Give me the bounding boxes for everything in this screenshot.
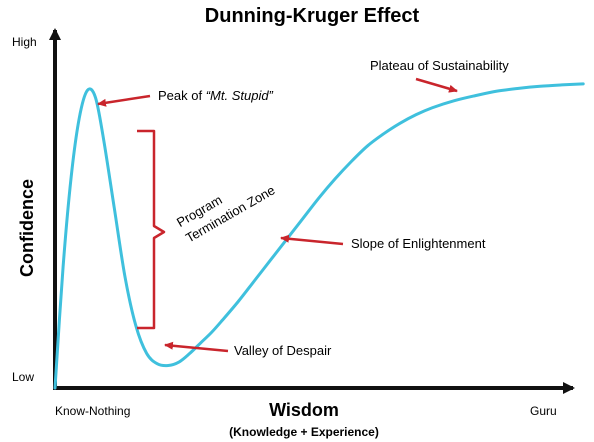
valley-arrow <box>164 341 229 353</box>
chart-title: Dunning-Kruger Effect <box>205 5 420 27</box>
annotation-peak-plain: Peak of <box>158 88 206 103</box>
annotation-valley-of-despair: Valley of Despair <box>234 343 332 358</box>
plateau-arrow <box>415 77 458 93</box>
confidence-curve <box>53 82 585 390</box>
y-axis-label: Confidence <box>17 179 37 277</box>
x-tick-label-start: Know-Nothing <box>55 404 130 418</box>
x-axis-sublabel: (Knowledge + Experience) <box>229 425 379 439</box>
peak-arrow <box>97 94 151 107</box>
annotation-plateau-of-sustainability: Plateau of Sustainability <box>370 58 509 73</box>
termination-zone-bracket <box>137 129 166 330</box>
slope-arrow <box>280 234 344 246</box>
y-tick-label-high: High <box>12 35 37 49</box>
annotation-peak-mt-stupid: Peak of “Mt. Stupid” <box>158 88 274 103</box>
annotation-slope-of-enlightenment: Slope of Enlightenment <box>351 236 486 251</box>
annotation-program-termination-zone: Program Termination Zone <box>174 182 277 245</box>
x-tick-label-end: Guru <box>530 404 557 418</box>
x-axis-label: Wisdom <box>269 400 339 420</box>
annotation-peak-italic: “Mt. Stupid” <box>206 88 274 103</box>
y-tick-label-low: Low <box>12 370 34 384</box>
